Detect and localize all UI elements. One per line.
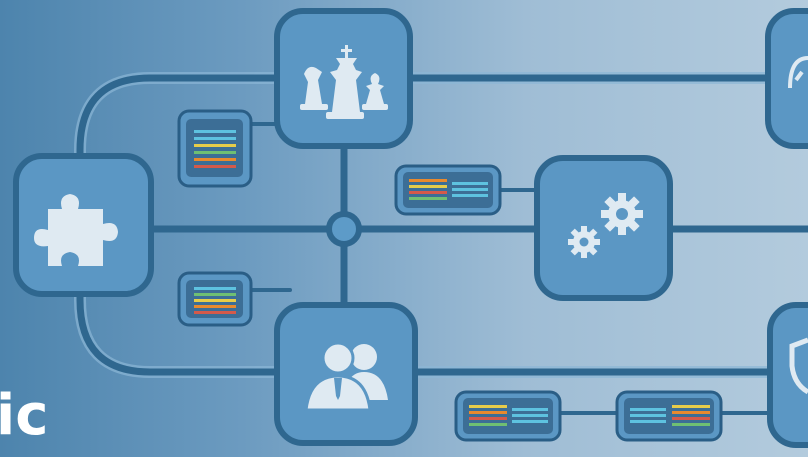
document-card-3[interactable] (394, 164, 502, 216)
junction-node (326, 211, 362, 247)
slide-caption: ic (0, 383, 49, 448)
document-card-5[interactable] (615, 390, 723, 442)
users-icon (304, 341, 388, 412)
strategy-tile[interactable] (274, 8, 413, 149)
shield-icon (789, 337, 808, 395)
chess-pieces-icon (300, 45, 388, 119)
gears-icon (568, 193, 643, 258)
document-card-4[interactable] (454, 390, 562, 442)
monitoring-tile[interactable] (765, 8, 808, 149)
integration-tile[interactable] (13, 153, 154, 297)
process-tile[interactable] (534, 155, 673, 301)
puzzle-piece-icon (34, 194, 118, 266)
connector-lines (74, 72, 808, 415)
gauge-icon (788, 56, 808, 89)
security-tile[interactable] (767, 302, 808, 448)
document-card-2[interactable] (177, 271, 253, 327)
document-card-1[interactable] (177, 109, 253, 188)
people-tile[interactable] (274, 302, 418, 446)
